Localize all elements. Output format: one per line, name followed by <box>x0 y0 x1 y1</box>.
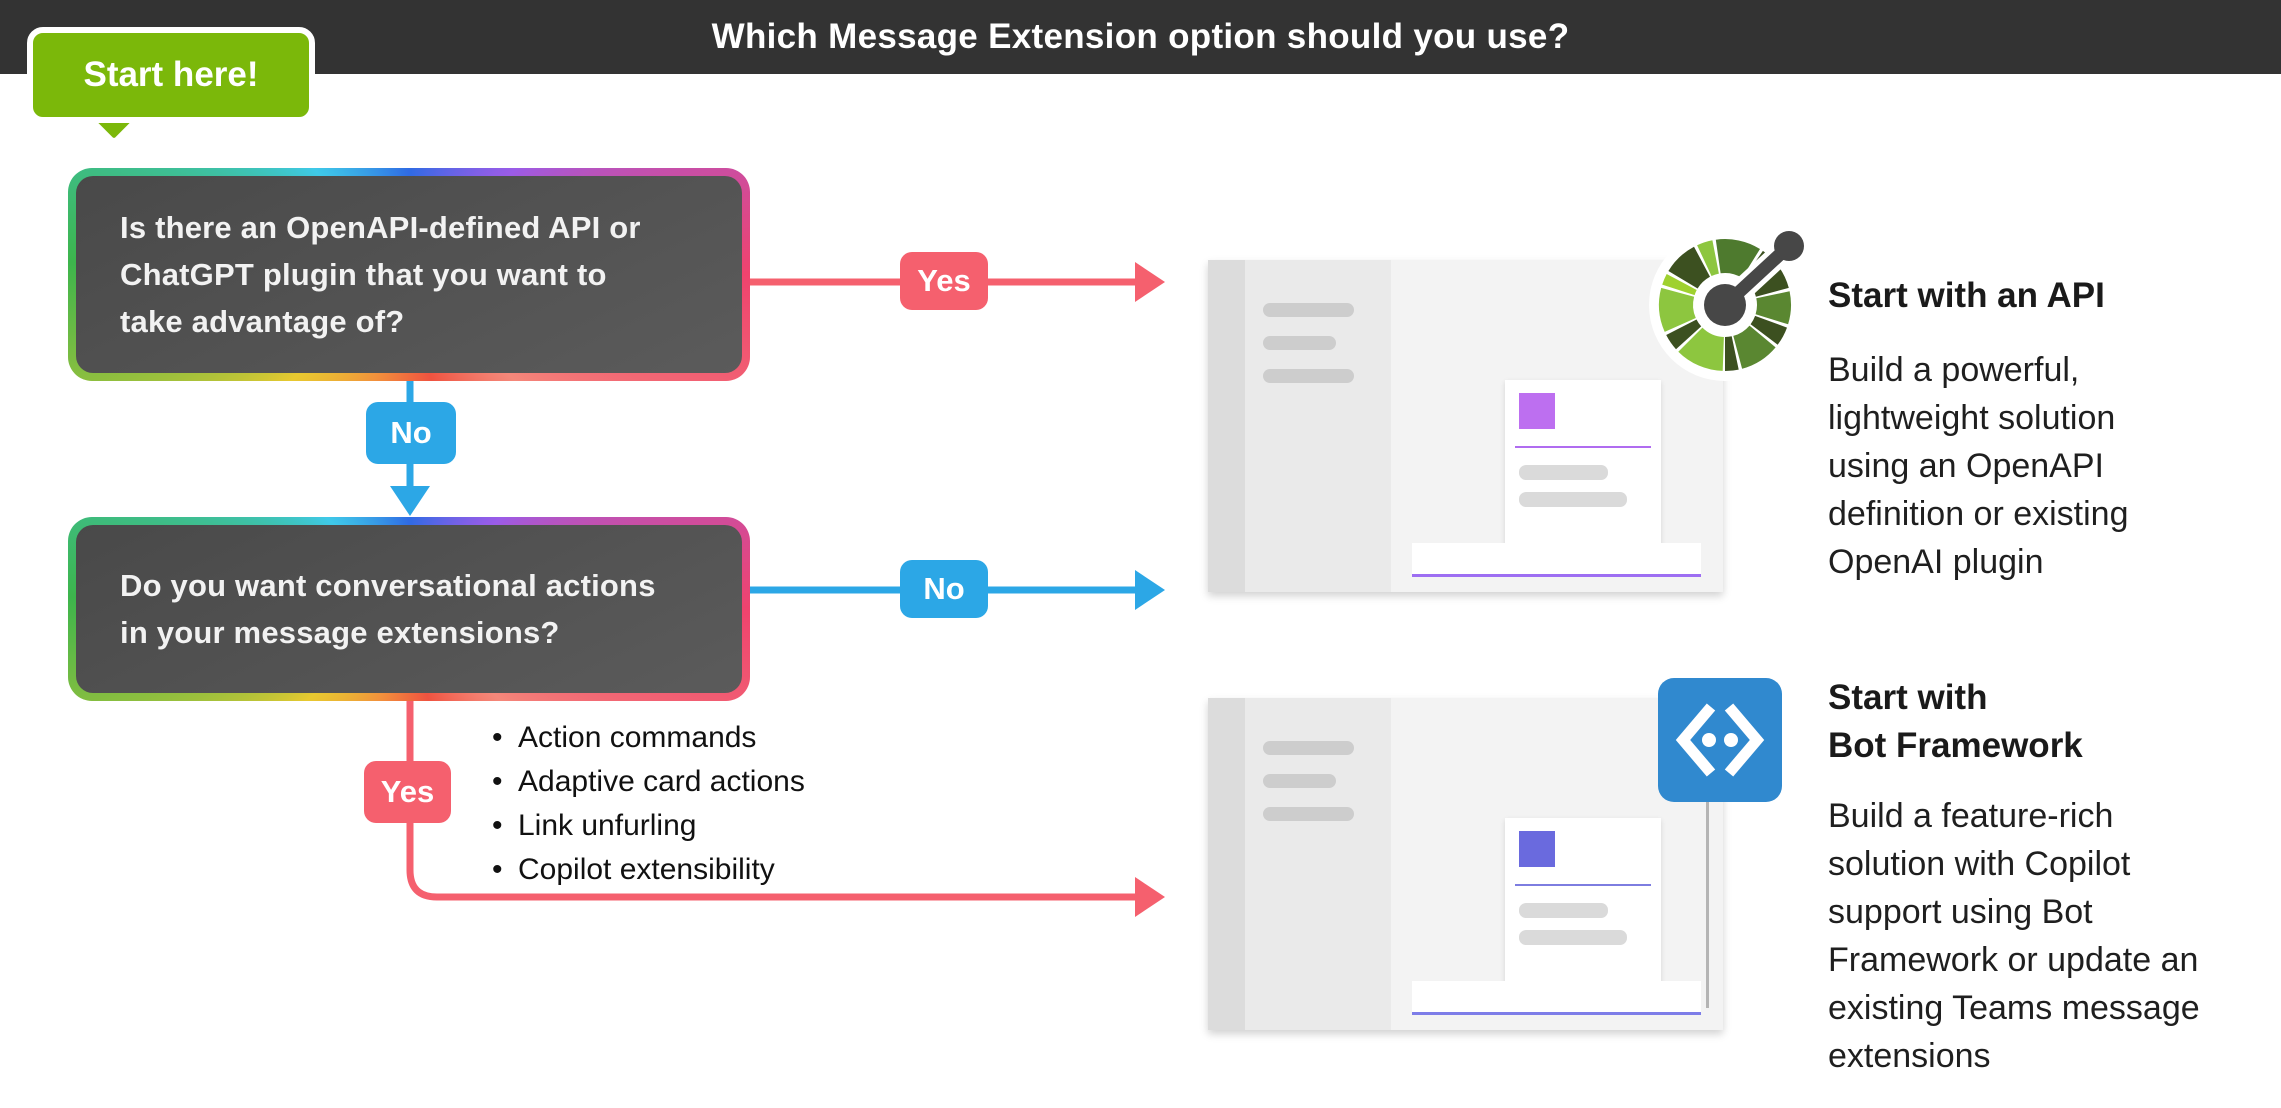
mockup-sidebar-bar <box>1263 336 1336 350</box>
mockup-text-bar <box>1519 930 1627 945</box>
outcome-1-heading: Start with an API <box>1828 276 2105 315</box>
mockup-sidebar-bar <box>1263 303 1354 317</box>
outcome-1-body: Build a powerful, lightweight solution u… <box>1828 351 2129 581</box>
mockup-sidebar-bar <box>1263 807 1354 821</box>
question-2-text: Do you want conversational actions in yo… <box>120 568 656 650</box>
bot-framework-code-icon <box>1658 678 1782 802</box>
start-bubble-label: Start here! <box>83 55 259 94</box>
mockup-compose-bar <box>1412 981 1701 1015</box>
yes2-detail-list: Action commands Adaptive card actions Li… <box>478 716 805 892</box>
question-1-text: Is there an OpenAPI-defined API or ChatG… <box>120 210 641 339</box>
mockup-left-strip <box>1208 698 1245 1030</box>
mockup-sidebar-bar <box>1263 774 1336 788</box>
yes-badge-1: Yes <box>900 252 988 310</box>
mockup-avatar-square <box>1519 393 1555 429</box>
mockup-message-card <box>1505 818 1661 994</box>
mockup-avatar-square <box>1519 831 1555 867</box>
mockup-divider <box>1515 446 1651 448</box>
mockup-text-bar <box>1519 465 1608 480</box>
question-box-1-inner: Is there an OpenAPI-defined API or ChatG… <box>76 176 742 373</box>
yes-badge-2: Yes <box>364 761 451 823</box>
mockup-text-bar <box>1519 492 1627 507</box>
question-box-2: Do you want conversational actions in yo… <box>68 517 750 701</box>
mockup-compose-bar <box>1412 543 1701 577</box>
mockup-sidebar-bar <box>1263 369 1354 383</box>
outcome-2-body: Build a feature-rich solution with Copil… <box>1828 797 2200 1075</box>
mockup-sidebar-bar <box>1263 741 1354 755</box>
app-mockup-card-api <box>1208 260 1723 592</box>
list-item: Link unfurling <box>478 804 805 848</box>
list-item: Action commands <box>478 716 805 760</box>
mockup-divider <box>1515 884 1651 886</box>
page-title: Which Message Extension option should yo… <box>711 17 1570 56</box>
outcome-2-heading: Start with Bot Framework <box>1828 678 2083 765</box>
no-badge-2: No <box>900 560 988 618</box>
wheel-hub-connector <box>1697 225 1810 333</box>
title-bar: Which Message Extension option should yo… <box>0 0 2281 74</box>
app-mockup-card-bot <box>1208 698 1723 1030</box>
icon-pin-line <box>1706 800 1709 1008</box>
no-badge-1: No <box>366 402 456 464</box>
start-bubble: Start here! <box>27 27 315 123</box>
wheel-segments <box>1658 239 1792 372</box>
mockup-message-card <box>1505 380 1661 556</box>
list-item: Copilot extensibility <box>478 848 805 892</box>
mockup-left-strip <box>1208 260 1245 592</box>
question-box-1: Is there an OpenAPI-defined API or ChatG… <box>68 168 750 381</box>
list-item: Adaptive card actions <box>478 760 805 804</box>
code-brackets-glyph <box>1675 703 1765 777</box>
mockup-text-bar <box>1519 903 1608 918</box>
question-box-2-inner: Do you want conversational actions in yo… <box>76 525 742 693</box>
api-plugin-wheel-icon <box>1649 225 1810 381</box>
